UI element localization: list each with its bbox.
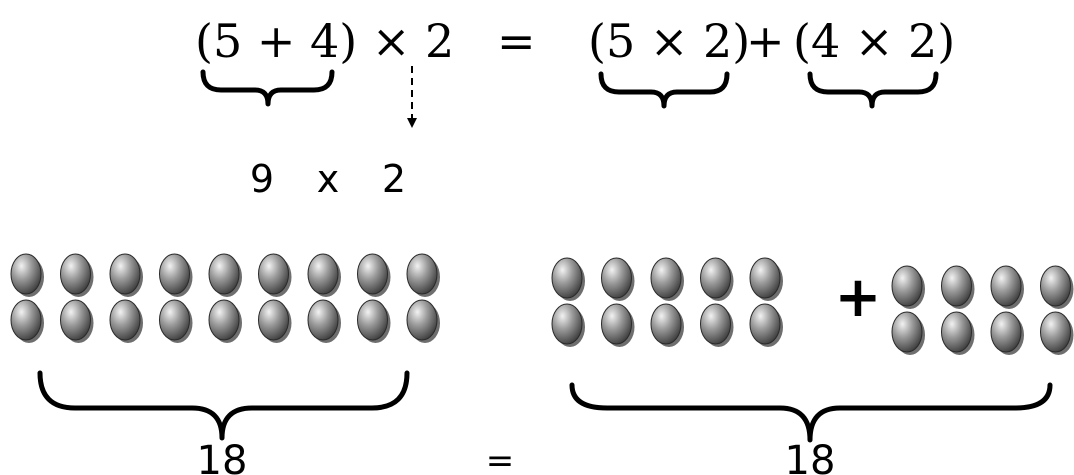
- counter: [551, 303, 583, 345]
- counter: [551, 257, 583, 299]
- counter: [990, 311, 1022, 353]
- counter: [357, 299, 388, 341]
- counter-group-five-by-two: [551, 257, 783, 347]
- counter: [650, 303, 682, 345]
- counter: [307, 299, 339, 341]
- counter: [700, 257, 731, 299]
- counter: [10, 299, 42, 341]
- equation-left: (5 + 4) × 2: [195, 14, 454, 68]
- counter: [1040, 311, 1071, 353]
- intermediate-operator: x: [317, 157, 340, 201]
- totals-equals: =: [486, 441, 515, 475]
- counter: [258, 253, 289, 295]
- counter: [357, 253, 388, 295]
- equation-right-second: (4 × 2): [793, 14, 955, 68]
- counter: [891, 311, 923, 353]
- brace-four-times-two: [807, 71, 939, 109]
- counter: [700, 303, 731, 345]
- counter: [990, 265, 1022, 307]
- intermediate-right-operand: 2: [382, 157, 406, 201]
- counter: [208, 253, 240, 295]
- counter: [650, 257, 682, 299]
- counter: [749, 303, 781, 345]
- counter: [601, 257, 632, 299]
- counter: [601, 303, 632, 345]
- equation-plus: +: [746, 14, 785, 68]
- counter: [941, 265, 972, 307]
- left-total: 18: [197, 438, 248, 475]
- counter: [1040, 265, 1071, 307]
- right-total: 18: [785, 438, 836, 475]
- counter-group-nine-by-two: [10, 253, 440, 343]
- counter: [208, 299, 240, 341]
- counter: [109, 299, 141, 341]
- counter-group-four-by-two: [891, 265, 1074, 355]
- counter: [406, 299, 438, 341]
- counter: [159, 299, 190, 341]
- counter: [406, 253, 438, 295]
- counter: [60, 299, 91, 341]
- brace-five-times-two: [598, 71, 730, 109]
- counter: [109, 253, 141, 295]
- intermediate-left-operand: 9: [250, 157, 274, 201]
- counter-group-plus: +: [835, 265, 882, 330]
- counter: [10, 253, 42, 295]
- counter: [60, 253, 91, 295]
- equation-equals: =: [497, 14, 536, 68]
- counter: [891, 265, 923, 307]
- equation-right-first: (5 × 2): [588, 14, 750, 68]
- brace-left-group: [37, 370, 410, 441]
- counter: [749, 257, 781, 299]
- counter: [159, 253, 190, 295]
- counter: [258, 299, 289, 341]
- counter: [307, 253, 339, 295]
- counter: [941, 311, 972, 353]
- brace-five-plus-four: [200, 69, 335, 107]
- brace-right-group: [569, 382, 1053, 443]
